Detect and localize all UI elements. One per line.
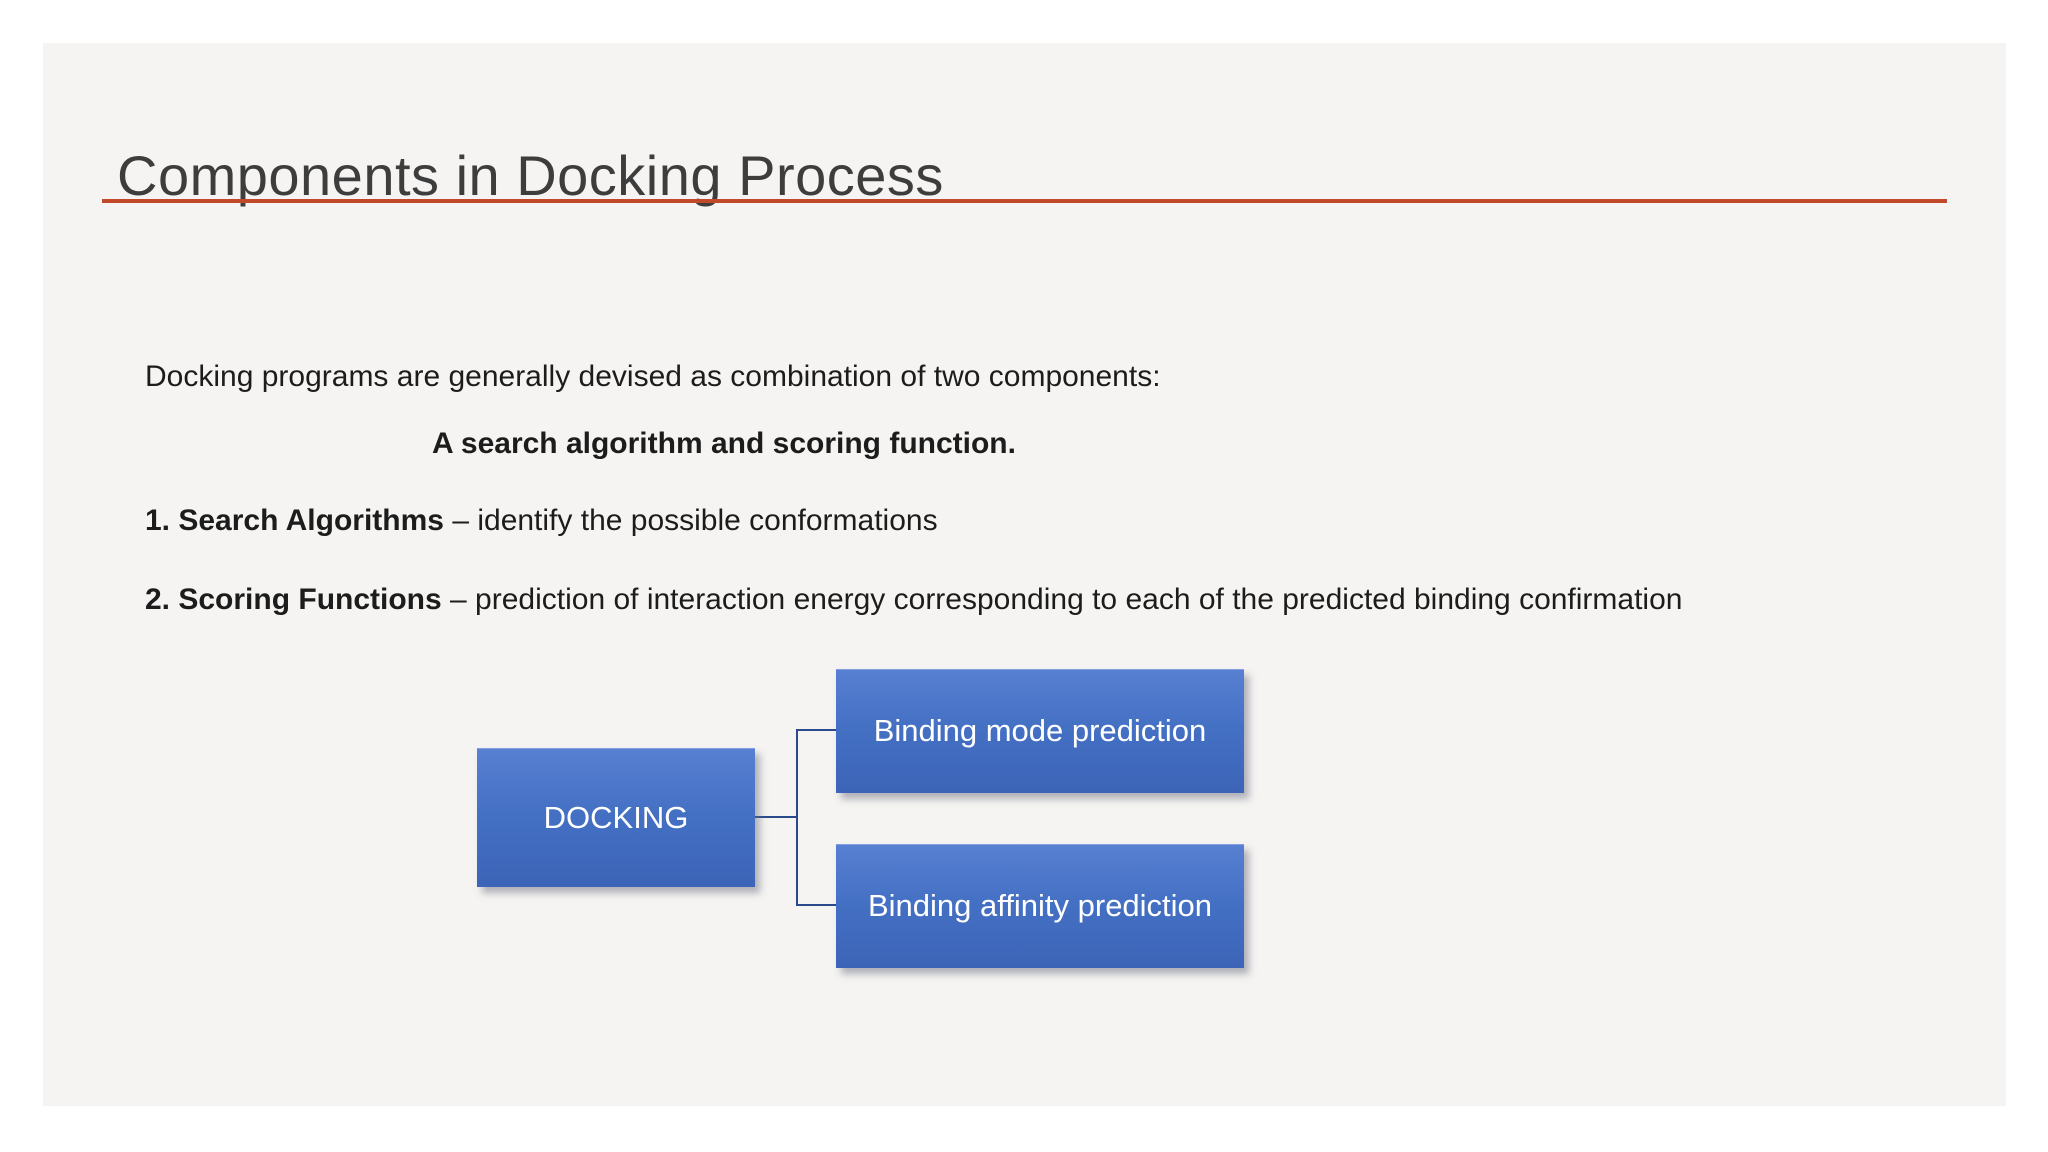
slide-canvas: Components in Docking Process Docking pr… bbox=[43, 43, 2006, 1106]
binding-affinity-box: Binding affinity prediction bbox=[836, 844, 1244, 968]
list-item-term: 1. Search Algorithms bbox=[145, 504, 444, 537]
list-item: 2. Scoring Functions – prediction of int… bbox=[145, 581, 1925, 618]
list-item: 1. Search Algorithms – identify the poss… bbox=[145, 502, 1925, 539]
binding-affinity-box-label: Binding affinity prediction bbox=[867, 888, 1213, 923]
docking-box: DOCKING bbox=[477, 748, 755, 887]
list-item-term: 2. Scoring Functions bbox=[145, 583, 442, 616]
binding-mode-box: Binding mode prediction bbox=[836, 669, 1244, 793]
page-title: Components in Docking Process bbox=[117, 143, 944, 207]
connector-root-to-branch bbox=[755, 816, 797, 818]
intro-text: Docking programs are generally devised a… bbox=[145, 360, 1161, 393]
connector-to-binding-mode bbox=[796, 729, 837, 731]
title-accent-rule bbox=[102, 199, 1947, 203]
docking-box-label: DOCKING bbox=[543, 799, 689, 835]
body-text-block: Docking programs are generally devised a… bbox=[145, 358, 1925, 618]
docking-diagram: DOCKING Binding mode prediction Binding … bbox=[43, 43, 2006, 1106]
list-item-description: – prediction of interaction energy corre… bbox=[441, 583, 1683, 616]
list-item-description: – identify the possible conformations bbox=[443, 504, 938, 537]
connector-branch-vertical bbox=[796, 729, 798, 906]
binding-mode-box-label: Binding mode prediction bbox=[873, 713, 1207, 748]
emphasis-text: A search algorithm and scoring function. bbox=[432, 427, 1016, 460]
connector-to-binding-affinity bbox=[796, 904, 837, 906]
